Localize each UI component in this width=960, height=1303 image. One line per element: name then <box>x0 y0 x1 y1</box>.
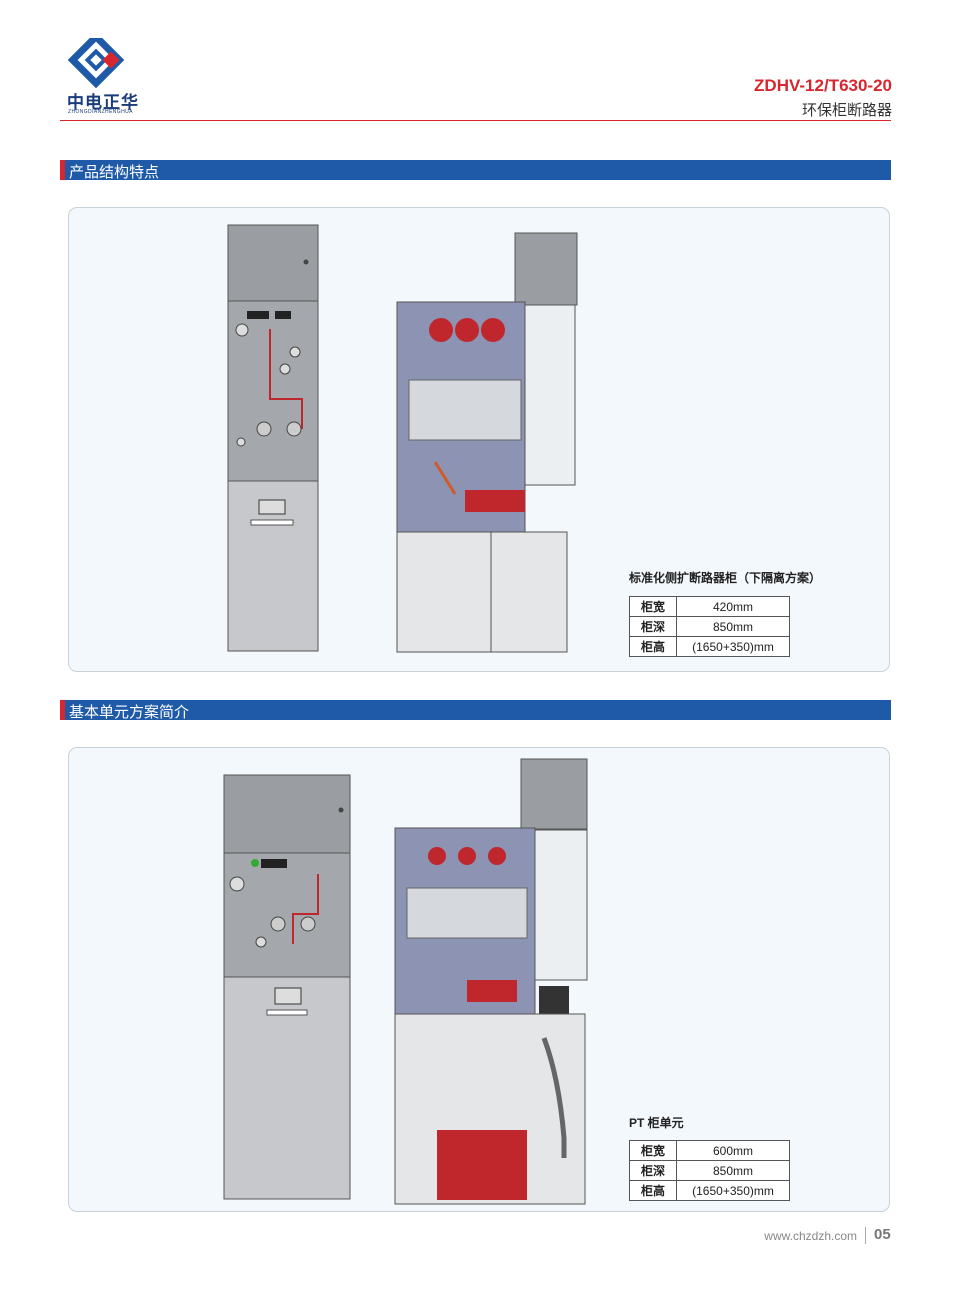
footer-divider <box>865 1227 866 1244</box>
section-bar-units: 基本单元方案简介 <box>60 700 891 721</box>
spec-row: 柜宽 420mm <box>629 596 790 617</box>
spec-key: 柜深 <box>629 1160 677 1181</box>
spec-key: 柜高 <box>629 636 677 657</box>
spec-key: 柜深 <box>629 616 677 637</box>
spec-table: 柜宽 420mm 柜深 850mm 柜高 (1650+350)mm <box>629 596 790 657</box>
spec-row: 柜高 (1650+350)mm <box>629 1180 790 1201</box>
panel-caption: 标准化侧扩断路器柜（下隔离方案） <box>629 571 822 585</box>
section-accent <box>60 700 65 720</box>
page-number: 05 <box>874 1226 891 1243</box>
company-logo <box>64 31 154 120</box>
spec-row: 柜深 850mm <box>629 1160 790 1181</box>
spec-row: 柜深 850mm <box>629 616 790 637</box>
spec-table: 柜宽 600mm 柜深 850mm 柜高 (1650+350)mm <box>629 1140 790 1201</box>
spec-value: (1650+350)mm <box>676 1180 790 1201</box>
product-subtitle: 环保柜断路器 <box>801 102 892 119</box>
pt-cabinet-front-view-image <box>223 774 351 1200</box>
brand-name-en: ZHONGDIANZHENGHUA <box>68 109 133 115</box>
model-number: ZDHV-12/T630-20 <box>754 76 892 95</box>
panel-units: PT 柜单元 柜宽 600mm 柜深 850mm 柜高 (1650+350)mm <box>68 747 890 1212</box>
pt-cabinet-side-view-image <box>394 758 588 1205</box>
section-title: 产品结构特点 <box>69 164 160 181</box>
spec-row: 柜宽 600mm <box>629 1140 790 1161</box>
spec-value: 600mm <box>676 1140 790 1161</box>
spec-row: 柜高 (1650+350)mm <box>629 636 790 657</box>
spec-key: 柜高 <box>629 1180 677 1201</box>
cabinet-side-view-image <box>396 232 578 653</box>
brand-name-cn: 中电正华 <box>67 93 139 112</box>
cabinet-front-view-image <box>227 224 319 652</box>
spec-key: 柜宽 <box>629 596 677 617</box>
spec-key: 柜宽 <box>629 1140 677 1161</box>
panel-structure: 标准化侧扩断路器柜（下隔离方案） 柜宽 420mm 柜深 850mm 柜高 (1… <box>68 207 890 672</box>
website-url[interactable]: www.chzdzh.com <box>764 1229 857 1243</box>
panel-caption: PT 柜单元 <box>629 1116 684 1130</box>
section-accent <box>60 160 65 180</box>
header-divider <box>60 120 891 121</box>
section-bar-structure: 产品结构特点 <box>60 160 891 181</box>
spec-value: (1650+350)mm <box>676 636 790 657</box>
spec-value: 420mm <box>676 596 790 617</box>
spec-value: 850mm <box>676 616 790 637</box>
spec-value: 850mm <box>676 1160 790 1181</box>
section-title: 基本单元方案简介 <box>69 704 190 721</box>
